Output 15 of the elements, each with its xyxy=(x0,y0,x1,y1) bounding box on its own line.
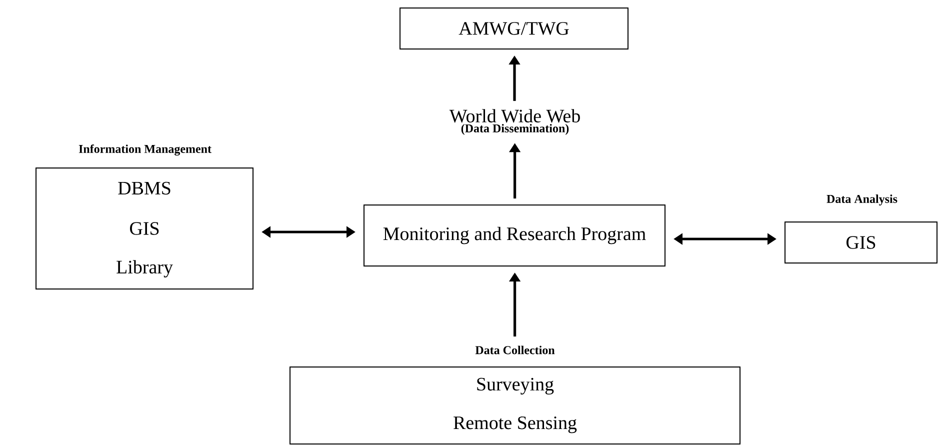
list-item: DBMS xyxy=(118,182,170,195)
process-box xyxy=(400,8,628,50)
box-heading: Data Analysis xyxy=(826,194,898,206)
box-heading: Information Management xyxy=(78,144,212,156)
list-item: Surveying xyxy=(477,378,554,395)
list-item: Remote Sensing xyxy=(454,416,577,434)
list-item: GIS xyxy=(130,222,159,235)
node-text: World Wide Web xyxy=(449,109,580,123)
list-item: Library xyxy=(116,260,173,278)
list-item: GIS xyxy=(846,236,876,249)
process-box xyxy=(364,204,666,266)
box-heading: Data Collection xyxy=(475,346,555,354)
box-text: AMWG/TWG xyxy=(458,22,569,35)
node-note: (Data Dissemination) xyxy=(461,124,569,135)
box-text: Monitoring and Research Program xyxy=(383,226,646,244)
